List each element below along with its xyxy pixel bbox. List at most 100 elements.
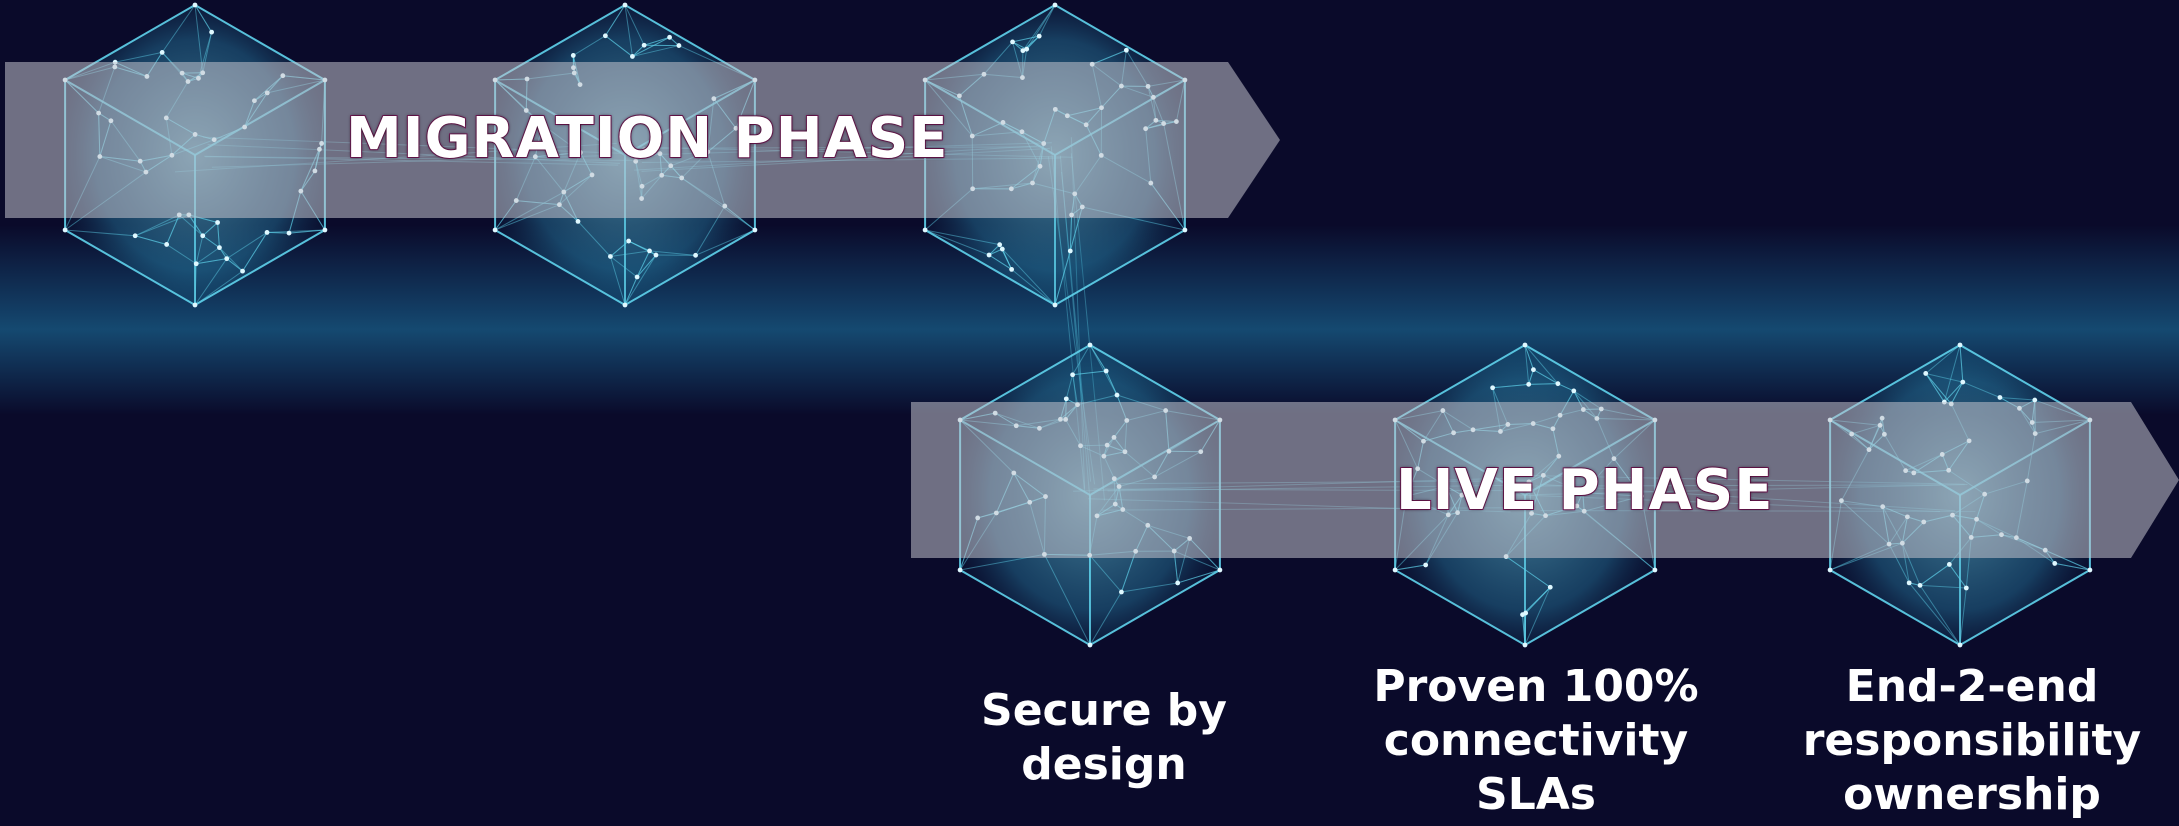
mesh-line [1492,383,1529,389]
live-phase-arrow [911,402,2179,558]
mesh-line [1524,344,1534,370]
mesh-line [135,235,167,245]
mesh-line [135,214,190,237]
mesh-node [653,252,659,258]
mesh-line [1177,569,1221,584]
mesh-line [1089,591,1122,646]
mesh-line [196,258,227,265]
mesh-line [604,4,626,37]
mesh-node [1020,48,1026,54]
mesh-line [1001,248,1013,270]
mesh-line [1557,383,1575,392]
mesh-line [1089,344,1107,372]
caption-line: responsibility [1802,715,2142,766]
mesh-line [202,222,218,237]
mesh-line [624,4,645,46]
mesh-line [1919,564,1950,586]
mesh-line [605,35,633,57]
mesh-line [605,35,633,57]
mesh-node [1946,562,1952,567]
mesh-line [643,36,670,46]
mesh-line [1925,373,1952,405]
mesh-line [194,270,243,306]
mesh-line [1525,586,1551,614]
mesh-line [632,44,645,57]
mesh-line [1069,214,1073,252]
mesh-line [135,235,167,245]
mesh-node [164,242,170,247]
mesh-line [194,4,213,33]
mesh-line [1105,370,1118,396]
mesh-line [988,254,1012,270]
mesh-line [194,4,204,73]
mesh-line [1557,383,1575,392]
mesh-node [492,227,498,233]
mesh-line [1948,564,1967,589]
mesh-line [1089,344,1107,372]
mesh-node [193,261,199,267]
mesh-line [604,4,626,37]
mesh-line [226,258,243,272]
mesh-node [1520,612,1525,618]
caption-line: connectivity [1383,715,1689,766]
mesh-node [634,274,640,280]
caption-line: ownership [1843,769,2101,820]
mesh-node [1957,342,1963,348]
mesh-node [1052,2,1058,8]
mesh-line [610,240,629,257]
mesh-node [922,227,928,233]
mesh-node [997,242,1003,248]
mesh-line [1528,369,1534,385]
caption-line: Proven 100% [1373,661,1699,712]
mesh-line [1022,4,1056,51]
mesh-line [924,229,990,256]
mesh-node [1490,385,1496,391]
mesh-node [286,230,292,236]
mesh-line [1528,383,1558,385]
caption-end-to-end-ownership: End-2-end responsibility ownership [1792,660,2152,822]
mesh-line [577,221,611,257]
mesh-line [1908,582,1961,646]
mesh-node [1087,342,1093,348]
caption-line: Secure by [981,685,1227,736]
mesh-line [636,250,650,278]
mesh-line [1925,372,1963,383]
mesh-node [1010,39,1015,45]
mesh-line [1001,248,1013,270]
mesh-line [624,276,638,306]
mesh-line [1525,586,1551,614]
mesh-node [217,245,222,251]
mesh-node [575,218,581,224]
mesh-line [1505,556,1551,588]
mesh-node [192,302,198,308]
mesh-line [1120,551,1137,593]
mesh-line [1089,344,1118,396]
mesh-node [622,2,628,8]
mesh-node [1036,33,1042,39]
mesh-node [1957,642,1963,648]
mesh-line [1012,35,1040,43]
mesh-node [999,246,1005,252]
mesh-line [202,235,220,249]
mesh-line [610,256,638,278]
mesh-node [2087,567,2093,573]
mesh-line [1950,381,1964,405]
mesh-line [1492,383,1529,389]
mesh-node [200,233,206,239]
mesh-node [132,233,138,239]
mesh-line [115,51,163,63]
mesh-line [988,244,1001,256]
mesh-node [647,248,652,254]
mesh-line [242,232,268,272]
mesh-node [676,43,682,48]
caption-line: SLAs [1476,769,1596,820]
mesh-line [166,214,180,245]
caption-line: End-2-end [1845,661,2099,712]
mesh-node [1423,562,1429,568]
mesh-line [1959,344,1964,383]
mesh-line [195,235,204,264]
mesh-node [622,302,628,308]
migration-phase-arrow [5,62,1280,218]
mesh-node [1175,580,1181,586]
